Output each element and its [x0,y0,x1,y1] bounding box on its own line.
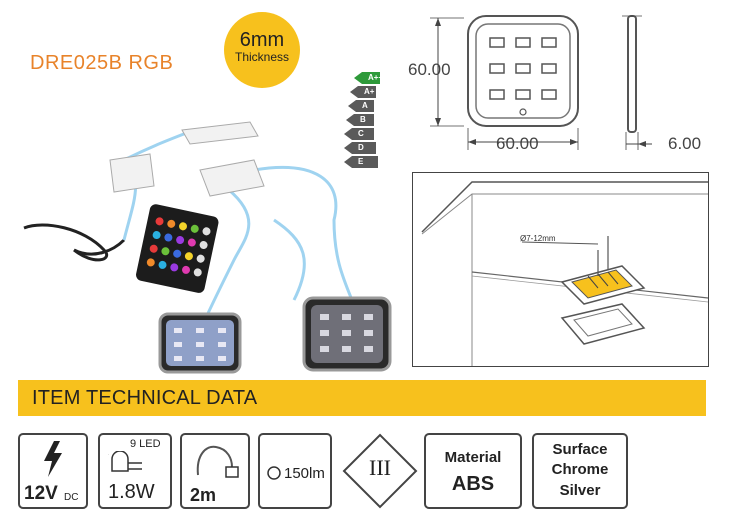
led-power-spec: 9 LED 1.8W [98,433,172,509]
dimension-drawing [430,15,652,150]
thickness-badge: 6mm Thickness [224,12,300,88]
power-value: 1.8W [108,481,155,503]
product-photo [23,121,392,374]
material-label: Material [444,449,502,466]
voltage-unit: DC [64,492,79,503]
model-title: DRE025B RGB [30,52,174,74]
material-value: ABS [451,473,495,495]
energy-class-bar: E [344,156,378,168]
surface-silver: Silver [559,482,601,499]
cable-length: 2m [190,485,217,505]
protection-class: III [369,455,391,480]
led-bulb-icon [108,451,142,472]
led-count: 9 LED [130,438,161,450]
voltage-spec: 12V DC [18,433,88,509]
energy-class-bar: A+ [350,86,376,98]
thickness-label: Thickness [234,50,290,64]
width-dimension: 60.00 [496,134,539,153]
surface-label: Surface [552,441,608,458]
energy-class-bar: A++ [354,72,380,84]
energy-class-bar: B [346,114,374,126]
energy-class-bar: D [344,142,376,154]
thickness-value: 6mm [239,29,285,51]
hole-size-label: Ø7-12mm [520,234,556,243]
surface-chrome: Chrome [551,461,609,478]
surface-spec: Surface Chrome Silver [532,433,628,509]
cable-icon [196,445,239,478]
bulb-circle-icon [267,466,281,480]
voltage-value: 12V [24,483,58,504]
lumen-value: 150lm [284,465,325,482]
installation-drawing [412,172,709,367]
lightning-icon [44,441,62,477]
lumen-spec: 150lm [258,433,332,509]
depth-dimension: 6.00 [668,134,702,153]
energy-class-bar: C [344,128,374,140]
height-dimension: 60.00 [408,60,451,79]
technical-data-banner: ITEM TECHNICAL DATA [18,380,706,416]
material-spec: Material ABS [424,433,522,509]
cable-spec: 2m [180,433,250,509]
banner-title: ITEM TECHNICAL DATA [32,387,258,409]
protection-class-diamond [342,433,418,509]
energy-class-bar: A [348,100,374,112]
